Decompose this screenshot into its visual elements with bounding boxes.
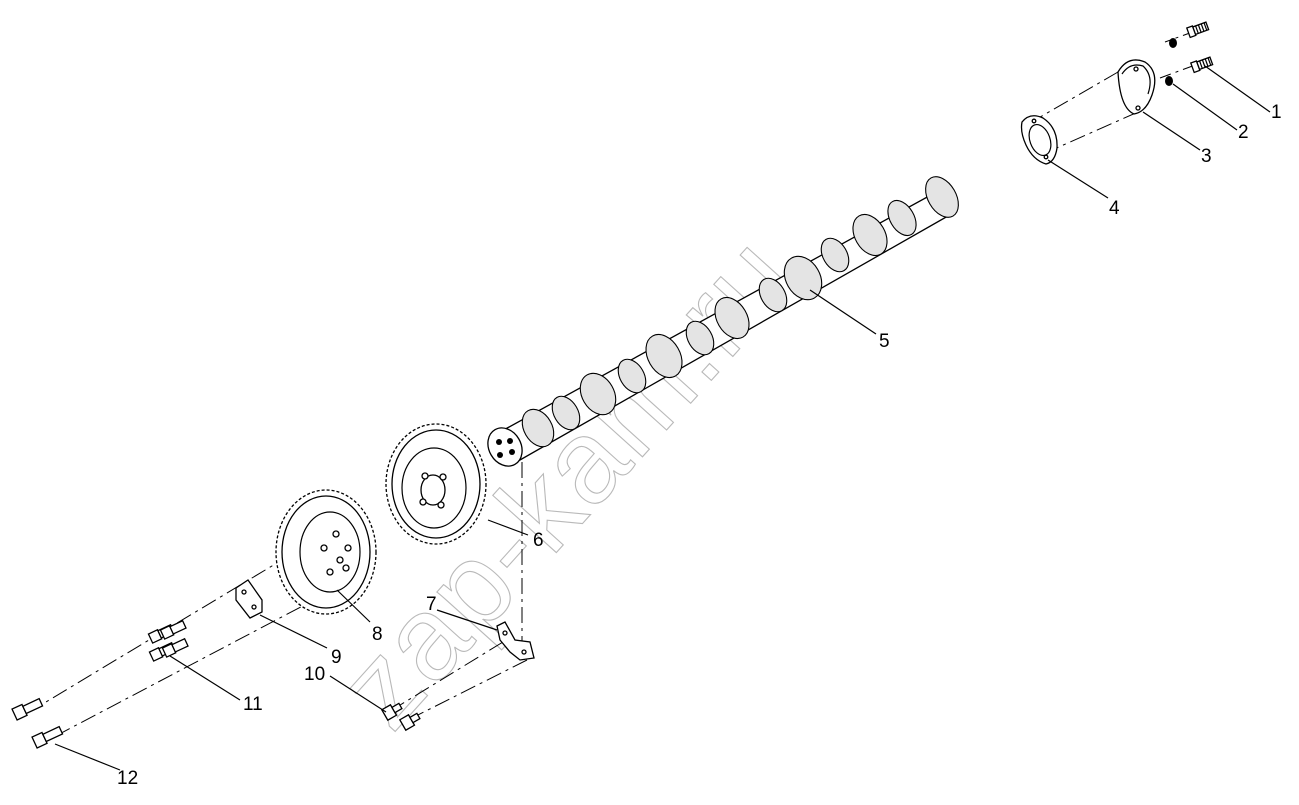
callout-12: 12	[117, 768, 138, 789]
idler-gear-part-8	[275, 489, 377, 615]
callout-6: 6	[533, 530, 544, 551]
callout-7: 7	[426, 594, 437, 615]
bolt-part-10	[380, 702, 421, 732]
callout-2: 2	[1238, 122, 1249, 143]
callout-labels: 1 2 3 4 5 6 7 8 9 10 11 12	[117, 102, 1282, 789]
camshaft-gear-part-6	[385, 423, 487, 545]
callout-8: 8	[372, 624, 383, 645]
bolt-part-12	[11, 697, 64, 749]
leader-lines	[54, 65, 1271, 771]
callout-5: 5	[879, 331, 890, 352]
callout-10: 10	[304, 664, 325, 685]
callout-4: 4	[1109, 198, 1120, 219]
washer-part-2	[1165, 38, 1177, 86]
camshaft-part-5	[487, 176, 959, 467]
callout-3: 3	[1201, 146, 1212, 167]
cover-plate-part-3	[1117, 59, 1156, 115]
bolt-part-1	[1185, 21, 1214, 74]
callout-9: 9	[331, 647, 342, 668]
thrust-plate-part-9	[235, 579, 263, 619]
bolt-part-11	[147, 619, 189, 662]
gasket-part-4	[1020, 115, 1058, 165]
callout-1: 1	[1271, 102, 1282, 123]
callout-11: 11	[243, 694, 263, 715]
bracket-part-7	[496, 621, 535, 661]
